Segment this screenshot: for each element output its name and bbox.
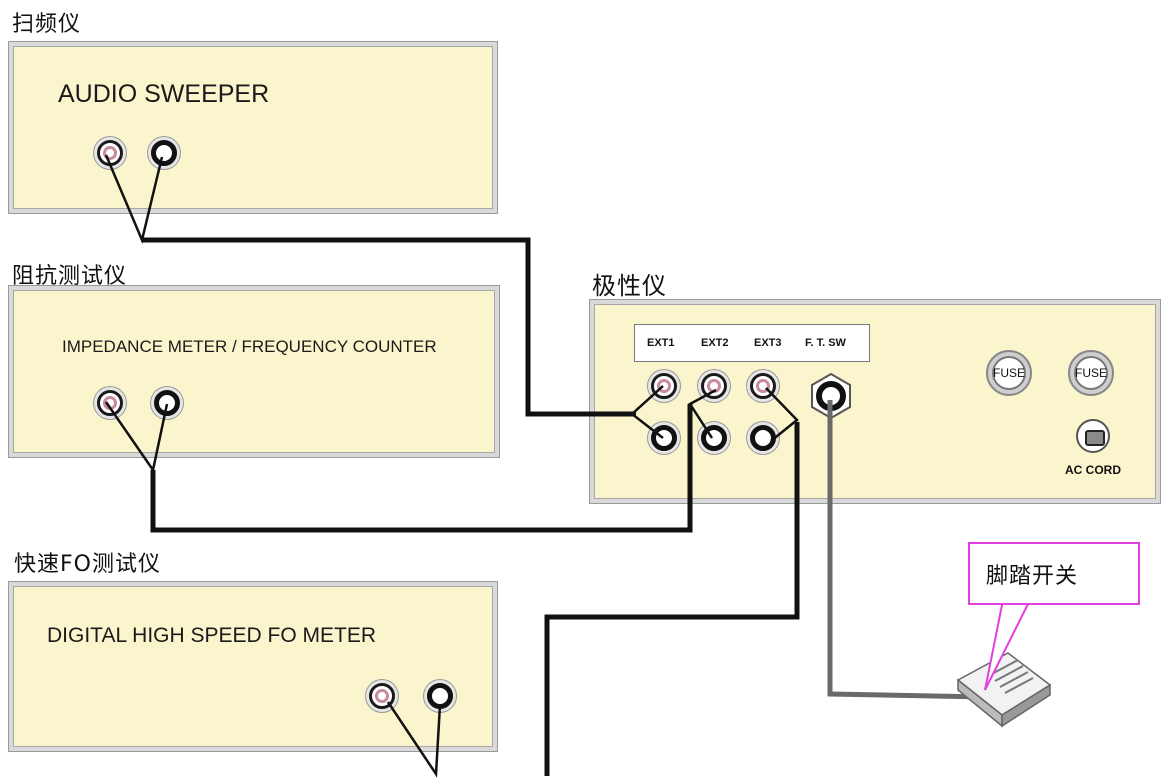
ext3-red-jack[interactable] xyxy=(750,373,776,399)
fuse-holder-1[interactable]: FUSE xyxy=(986,350,1032,396)
fo-caption: 快速FO测试仪 xyxy=(14,552,161,577)
callout-pointer xyxy=(984,599,1032,691)
impedance-red-jack[interactable] xyxy=(97,390,123,416)
ext3-black-jack[interactable] xyxy=(750,425,776,451)
port-label-ext3: EXT3 xyxy=(754,337,782,349)
fo-meter-title: DIGITAL HIGH SPEED FO METER xyxy=(47,624,377,647)
polarity-caption: 极性仪 xyxy=(592,272,667,300)
fo-black-jack[interactable] xyxy=(427,683,453,709)
fo-red-jack[interactable] xyxy=(369,683,395,709)
port-label-ext2: EXT2 xyxy=(701,337,729,349)
ext2-red-jack[interactable] xyxy=(701,373,727,399)
sweeper-black-jack[interactable] xyxy=(151,140,177,166)
sweeper-red-jack[interactable] xyxy=(97,140,123,166)
ext1-red-jack[interactable] xyxy=(651,373,677,399)
ac-cord-label: AC CORD xyxy=(1065,463,1121,477)
sweeper-caption: 扫频仪 xyxy=(12,12,82,37)
footswitch-callout: 脚踏开关 xyxy=(968,542,1140,605)
audio-sweeper-panel: AUDIO SWEEPER xyxy=(8,41,498,214)
fuse-holder-2[interactable]: FUSE xyxy=(1068,350,1114,396)
impedance-meter-panel: IMPEDANCE METER / FREQUENCY COUNTER xyxy=(8,285,500,458)
audio-sweeper-title: AUDIO SWEEPER xyxy=(58,80,270,108)
ext2-black-jack[interactable] xyxy=(701,425,727,451)
fuse-label-2: FUSE xyxy=(1074,366,1107,380)
impedance-meter-title: IMPEDANCE METER / FREQUENCY COUNTER xyxy=(62,337,437,356)
polarity-tester-panel: EXT1 EXT2 EXT3 F. T. SW FUSE FUSE AC COR… xyxy=(589,299,1161,504)
fo-meter-panel: DIGITAL HIGH SPEED FO METER xyxy=(8,581,498,752)
port-label-ftsw: F. T. SW xyxy=(805,337,846,349)
impedance-black-jack[interactable] xyxy=(154,390,180,416)
ext1-black-jack[interactable] xyxy=(651,425,677,451)
foot-pedal-icon xyxy=(956,652,1052,728)
impedance-caption: 阻抗测试仪 xyxy=(12,264,128,289)
ac-cord-socket[interactable] xyxy=(1076,419,1110,453)
footswitch-socket[interactable] xyxy=(806,371,856,421)
port-label-strip: EXT1 EXT2 EXT3 F. T. SW xyxy=(634,324,870,362)
fuse-label-1: FUSE xyxy=(992,366,1025,380)
footswitch-label: 脚踏开关 xyxy=(986,564,1079,589)
port-label-ext1: EXT1 xyxy=(647,337,675,349)
